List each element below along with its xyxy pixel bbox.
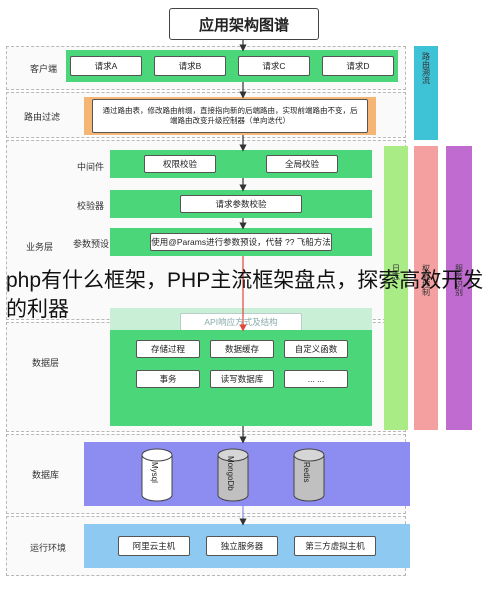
routing-band: 通过路由表，修改路由前缀，直接指向新的后端路由，实现前端路由不变，后端路由改变升… (84, 97, 376, 135)
db-label-redis: Redis (302, 462, 311, 483)
request-d: 请求D (322, 56, 394, 76)
third-party-vhost: 第三方虚拟主机 (294, 536, 376, 556)
dedicated-server: 独立服务器 (206, 536, 278, 556)
more-items: ... ... (284, 370, 348, 388)
permission-check: 权限校验 (144, 155, 216, 173)
redis-cylinder-icon (293, 448, 325, 502)
params-preset-item: 使用@Params进行参数预设，代替 ?? 飞船方法 (150, 233, 332, 251)
request-b: 请求B (154, 56, 226, 76)
side-column-routing-flow-label: 路由溯流 (421, 52, 431, 84)
side-column-routing-flow: 路由溯流 (414, 46, 438, 140)
client-band: 请求A 请求B 请求C 请求D (66, 50, 398, 82)
side-column-service-label: 服务识别 (454, 264, 464, 296)
mysql-cylinder-icon (141, 448, 173, 502)
row-label-routing: 路由过滤 (24, 112, 61, 122)
row-label-business: 业务层 (26, 242, 54, 252)
request-c: 请求C (238, 56, 310, 76)
data-cache: 数据缓存 (210, 340, 274, 358)
row-label-data-layer: 数据层 (32, 358, 60, 368)
routing-description: 通过路由表，修改路由前缀，直接指向新的后端路由，实现前端路由不变，后端路由改变升… (92, 99, 368, 133)
transaction: 事务 (136, 370, 200, 388)
side-column-log-label: 日志 (391, 264, 401, 280)
row-label-runtime: 运行环境 (30, 543, 67, 553)
side-column-control: 权限控制 (414, 146, 438, 430)
param-preset-band: 使用@Params进行参数预设，代替 ?? 飞船方法 (110, 228, 372, 256)
db-label-mongodb: MongoDb (226, 456, 235, 491)
side-column-control-label: 权限控制 (421, 264, 431, 296)
side-column-log: 日志 (384, 146, 408, 430)
data-layer-band: 存储过程 数据缓存 自定义函数 事务 读写数据库 ... ... (110, 330, 372, 426)
global-check: 全局校验 (266, 155, 338, 173)
read-write-db: 读写数据库 (210, 370, 274, 388)
row-label-database: 数据库 (32, 470, 60, 480)
mongodb-cylinder-icon (217, 448, 249, 502)
row-label-validator: 校验器 (77, 201, 105, 211)
diagram-title: 应用架构图谱 (169, 8, 319, 40)
request-a: 请求A (70, 56, 142, 76)
runtime-band: 阿里云主机 独立服务器 第三方虚拟主机 (84, 524, 410, 568)
row-label-param: 参数预设 (73, 239, 110, 249)
validator-band: 请求参数校验 (110, 190, 372, 218)
row-label-client: 客户端 (30, 64, 58, 74)
row-label-middleware: 中间件 (77, 162, 105, 172)
stored-procedure: 存储过程 (136, 340, 200, 358)
db-label-mysql: Mysql (150, 462, 159, 483)
middleware-band: 权限校验 全局校验 (110, 150, 372, 178)
request-param-check: 请求参数校验 (180, 195, 302, 213)
custom-function: 自定义函数 (284, 340, 348, 358)
side-column-service: 服务识别 (446, 146, 472, 430)
aliyun-host: 阿里云主机 (118, 536, 190, 556)
overlay-caption: php有什么框架，PHP主流框架盘点，探索高效开发的利器 (6, 269, 484, 321)
